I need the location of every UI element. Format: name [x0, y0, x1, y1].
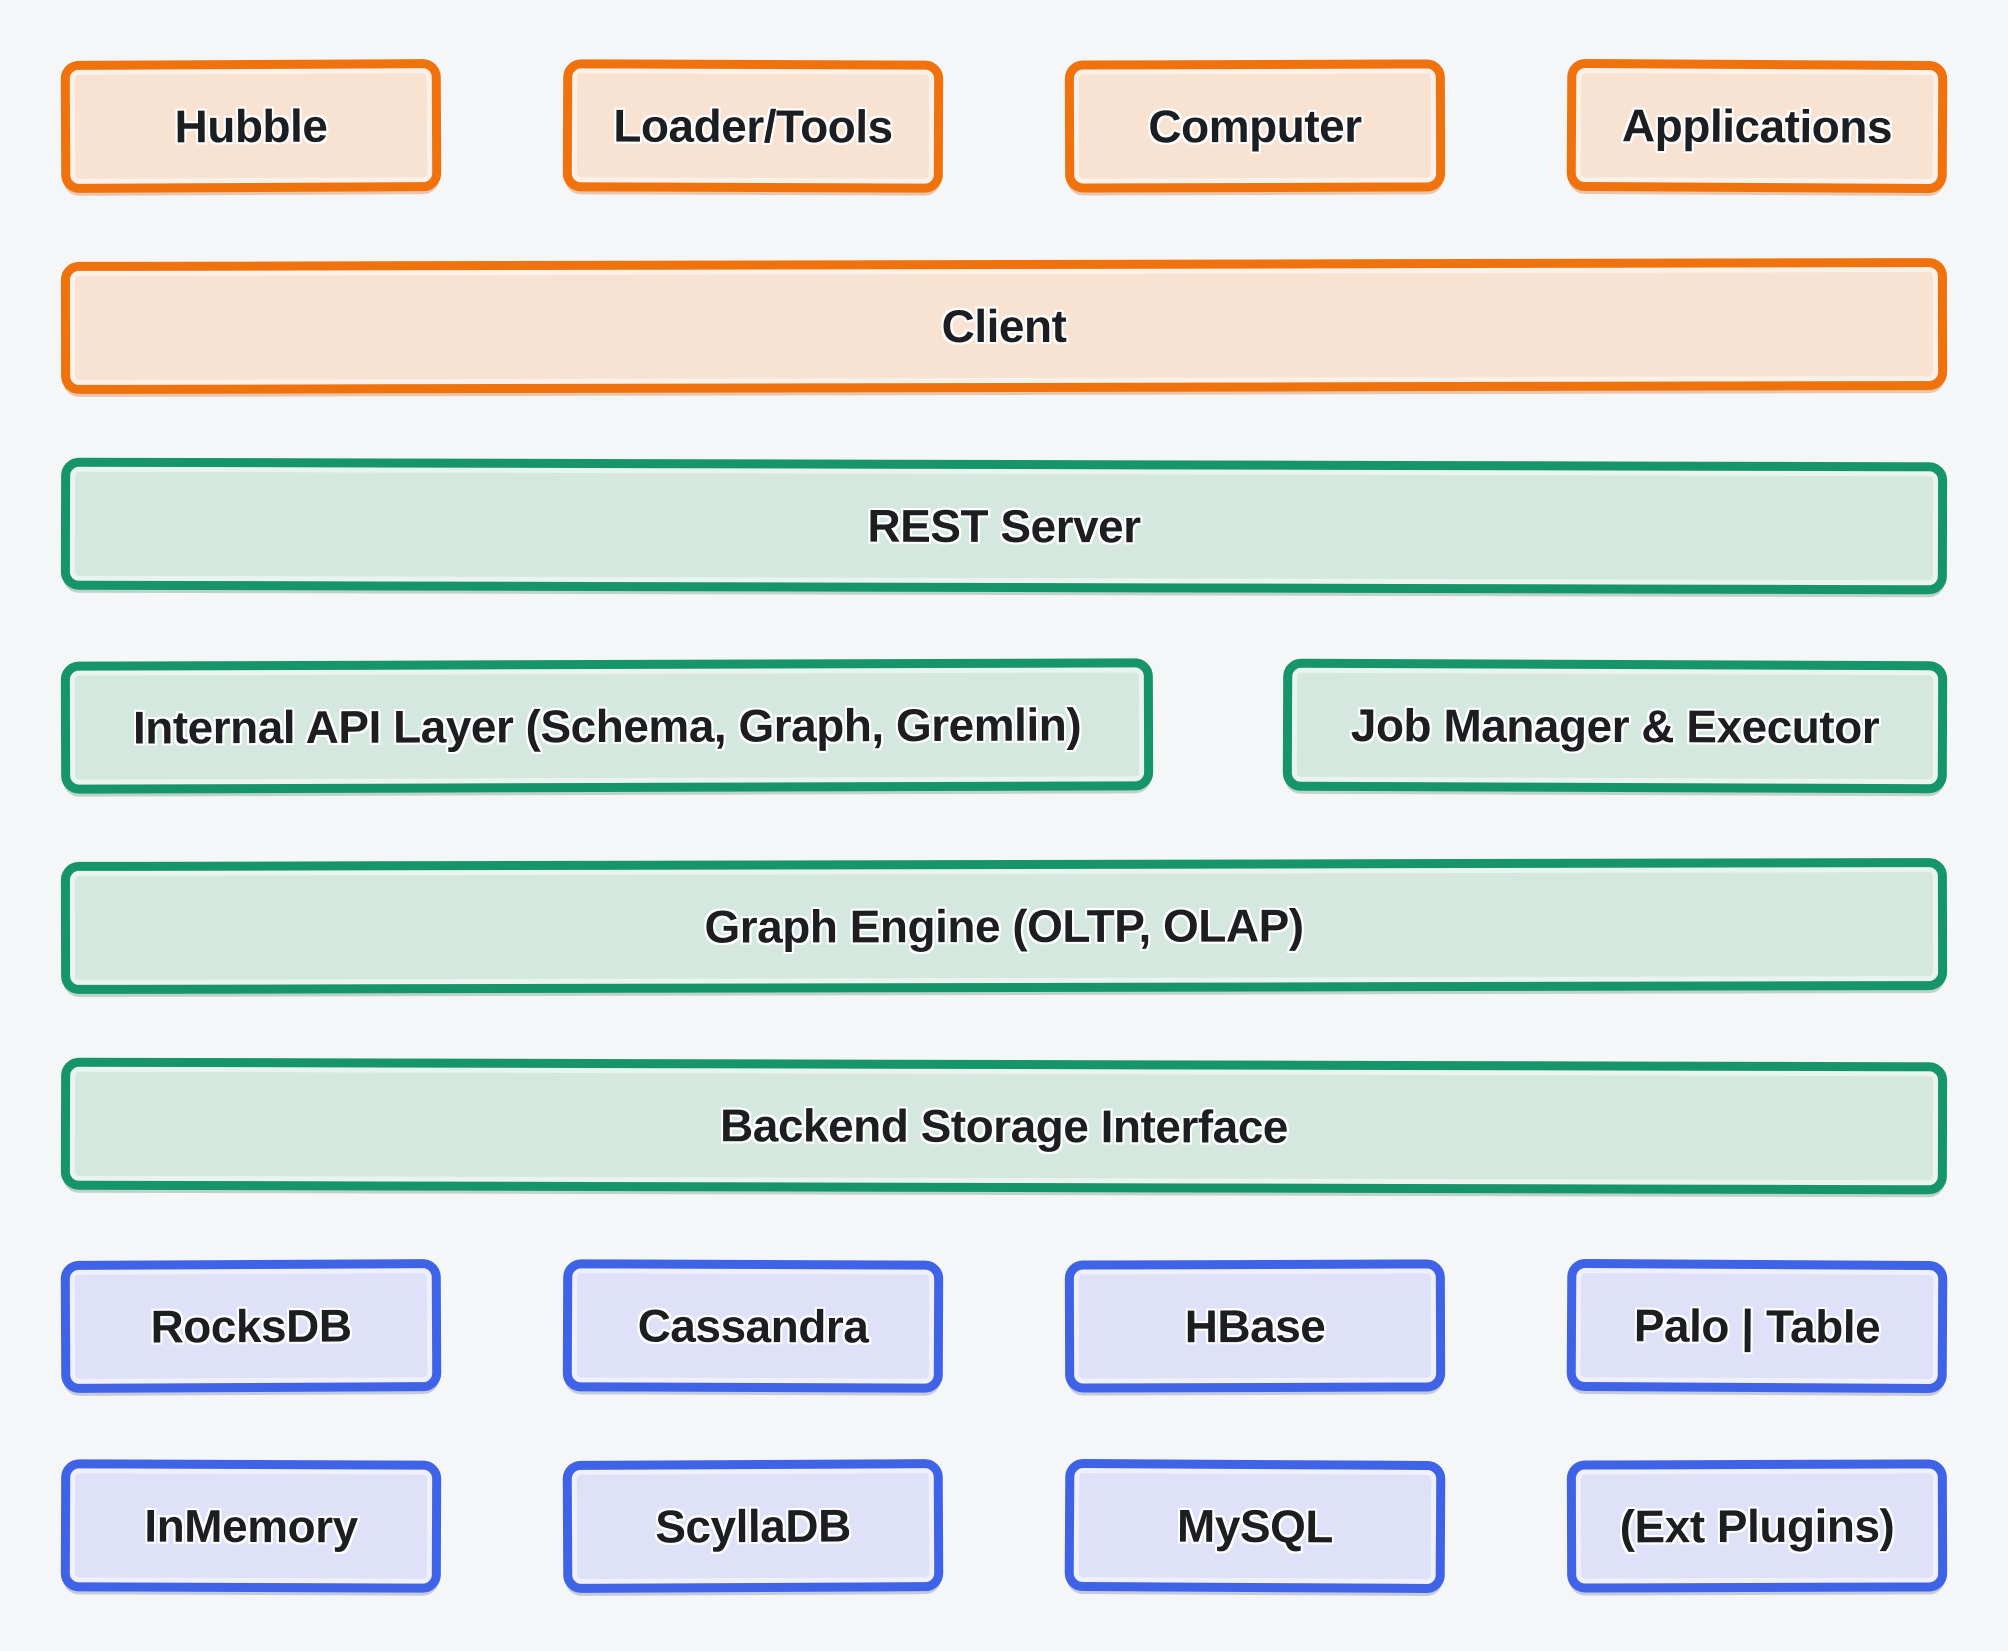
box-mysql: MySQL — [1064, 1458, 1446, 1594]
row-graph-engine: Graph Engine (OLTP, OLAP) — [60, 858, 1948, 994]
box-palo-table: Palo | Table — [1566, 1258, 1948, 1394]
box-backend-storage-interface: Backend Storage Interface — [60, 1057, 1948, 1195]
row-client-tools: Hubble Loader/Tools Computer Application… — [60, 58, 1948, 194]
box-ext-plugins: (Ext Plugins) — [1566, 1459, 1948, 1593]
row-backend-storage-interface: Backend Storage Interface — [60, 1057, 1948, 1195]
box-rest-server: REST Server — [60, 457, 1948, 595]
box-scylladb: ScyllaDB — [562, 1459, 944, 1593]
box-job-manager-executor: Job Manager & Executor — [1282, 658, 1948, 794]
row-api-and-jobs: Internal API Layer (Schema, Graph, Greml… — [60, 658, 1948, 794]
box-hbase: HBase — [1064, 1259, 1446, 1393]
box-internal-api-layer: Internal API Layer (Schema, Graph, Greml… — [60, 658, 1154, 794]
box-inmemory: InMemory — [60, 1459, 442, 1593]
row-storage-backends-1: RocksDB Cassandra HBase Palo | Table — [60, 1258, 1948, 1394]
row-rest-server: REST Server — [60, 457, 1948, 595]
row-client: Client — [60, 258, 1948, 394]
box-client: Client — [60, 258, 1948, 394]
box-computer: Computer — [1064, 59, 1446, 193]
box-loader-tools: Loader/Tools — [562, 59, 944, 193]
box-applications: Applications — [1566, 58, 1948, 194]
box-graph-engine: Graph Engine (OLTP, OLAP) — [60, 858, 1948, 994]
box-rocksdb: RocksDB — [60, 1259, 442, 1393]
box-cassandra: Cassandra — [562, 1259, 944, 1393]
box-hubble: Hubble — [60, 59, 442, 193]
row-storage-backends-2: InMemory ScyllaDB MySQL (Ext Plugins) — [60, 1458, 1948, 1594]
